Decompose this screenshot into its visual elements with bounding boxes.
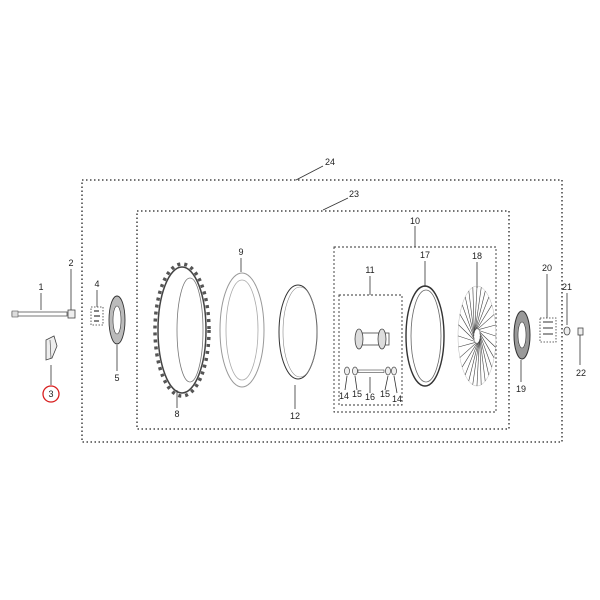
callout-1: 1	[38, 282, 43, 292]
callout-15-left: 15	[352, 389, 362, 399]
callout-14-left: 14	[339, 391, 349, 401]
callout-14-right: 14	[392, 394, 402, 404]
axle-part	[11, 310, 68, 318]
callout-23: 23	[349, 189, 359, 199]
leader-lines	[40, 165, 581, 409]
bolts-part	[94, 310, 100, 322]
callout-2: 2	[68, 258, 73, 268]
rim-part	[405, 285, 445, 387]
inner-tube-part	[219, 272, 265, 388]
callout-24: 24	[325, 157, 335, 167]
callout-18: 18	[472, 251, 482, 261]
callout-17: 17	[420, 250, 430, 260]
sprocket-bolts-part	[543, 321, 553, 335]
brake-disc-part	[108, 295, 126, 345]
callout-20: 20	[542, 263, 552, 273]
rim-strip-part	[278, 284, 318, 380]
bearings-spacer-part	[344, 366, 397, 376]
callout-4: 4	[94, 279, 99, 289]
washer-part	[563, 326, 571, 336]
callout-3-highlight	[42, 385, 60, 403]
sprocket-part	[513, 310, 531, 360]
callout-5: 5	[114, 373, 119, 383]
group-box-23	[136, 210, 510, 430]
callout-12: 11	[365, 265, 374, 275]
hub-part	[354, 328, 390, 350]
chain-adjuster-part	[45, 335, 58, 361]
nut-part	[577, 327, 584, 336]
callout-9: 9	[238, 247, 243, 257]
tire-part	[153, 262, 211, 398]
callout-10: 12	[290, 411, 300, 421]
group-box-12	[338, 294, 403, 406]
callout-15-right: 15	[380, 389, 390, 399]
spokes-part	[457, 285, 497, 387]
callout-22: 22	[576, 368, 586, 378]
callout-19: 19	[516, 384, 526, 394]
group-box-20	[539, 317, 557, 343]
callout-3: 3	[48, 389, 53, 399]
callout-21: 21	[562, 282, 572, 292]
group-box-24	[81, 179, 563, 443]
callout-11: 10	[410, 216, 420, 226]
callout-16: 16	[365, 392, 375, 402]
callout-8: 8	[174, 409, 179, 419]
axle-nut-part	[67, 309, 76, 319]
